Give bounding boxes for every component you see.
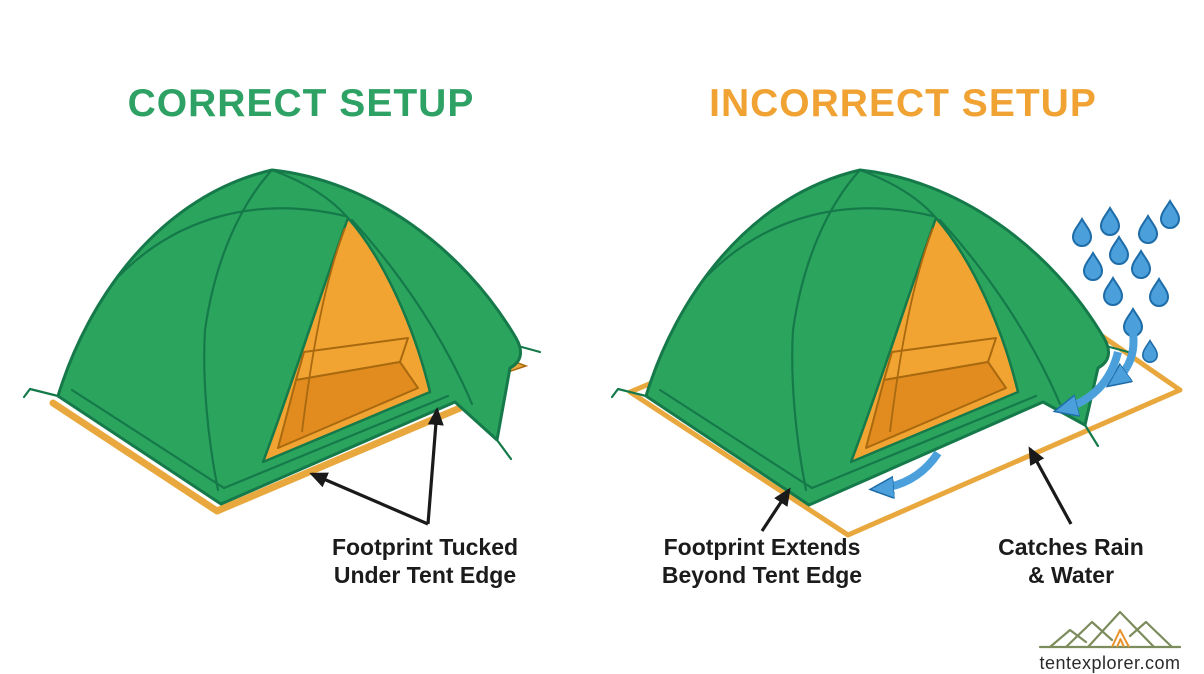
pole-seams bbox=[70, 168, 474, 492]
tent-floor bbox=[865, 361, 1007, 449]
brand-logo: tentexplorer.com bbox=[1030, 610, 1190, 674]
water-flow-arrows bbox=[876, 321, 1138, 489]
incorrect-setup-title: INCORRECT SETUP bbox=[709, 82, 1097, 125]
tent-accent-icon bbox=[1111, 629, 1130, 648]
correct-setup-title: CORRECT SETUP bbox=[127, 82, 475, 125]
caption-footprint-tucked: Footprint Tucked Under Tent Edge bbox=[280, 533, 570, 589]
raindrop-icon bbox=[1102, 275, 1124, 306]
water-arrow-icon bbox=[1060, 350, 1122, 410]
caption-footprint-extends: Footprint Extends Beyond Tent Edge bbox=[617, 533, 907, 589]
caption-line: Under Tent Edge bbox=[333, 562, 517, 588]
caption-line: Catches Rain bbox=[998, 534, 1144, 560]
inner-tent-wall bbox=[295, 337, 409, 381]
caption-line: Footprint Tucked bbox=[331, 534, 519, 560]
caption-catches-rain: Catches Rain & Water bbox=[946, 533, 1196, 589]
caption-line: & Water bbox=[1027, 562, 1115, 588]
pointer-arrows bbox=[309, 407, 444, 526]
correct-tent-illustration bbox=[22, 168, 542, 526]
raindrop-icon bbox=[1108, 234, 1130, 265]
extended-footprint bbox=[627, 245, 1183, 538]
inner-tent-wall bbox=[883, 337, 997, 381]
water-arrow-icon bbox=[876, 450, 942, 489]
tent-floor bbox=[277, 361, 419, 449]
water-arrow-icon bbox=[1112, 321, 1138, 383]
raindrop-icon bbox=[1082, 250, 1104, 281]
caption-line: Beyond Tent Edge bbox=[661, 562, 863, 588]
caption-line: Footprint Extends bbox=[663, 534, 861, 560]
raindrop-icon bbox=[1122, 306, 1144, 337]
raindrop-icon bbox=[1071, 216, 1093, 247]
tent-door-opening bbox=[261, 216, 432, 464]
brand-website: tentexplorer.com bbox=[1039, 653, 1181, 673]
guy-lines bbox=[610, 344, 1130, 448]
pointer-arrows bbox=[760, 446, 1073, 532]
incorrect-tent-illustration bbox=[610, 168, 1183, 538]
mountains-icon bbox=[1038, 610, 1182, 649]
tent-body bbox=[56, 168, 523, 506]
raindrop-icon bbox=[1130, 248, 1152, 279]
raindrop-icon bbox=[1148, 276, 1170, 307]
raindrop-icon bbox=[1141, 338, 1159, 363]
footprint-corner-peek bbox=[492, 352, 529, 375]
tent-door-opening bbox=[849, 216, 1020, 464]
pole-seams bbox=[658, 168, 1062, 492]
tent-body bbox=[644, 168, 1111, 507]
guy-lines bbox=[22, 344, 542, 461]
rain-drops bbox=[1071, 198, 1181, 363]
raindrop-icon bbox=[1137, 213, 1159, 244]
tucked-footprint-strip bbox=[49, 399, 464, 515]
raindrop-icon bbox=[1159, 198, 1181, 229]
raindrop-icon bbox=[1099, 205, 1121, 236]
